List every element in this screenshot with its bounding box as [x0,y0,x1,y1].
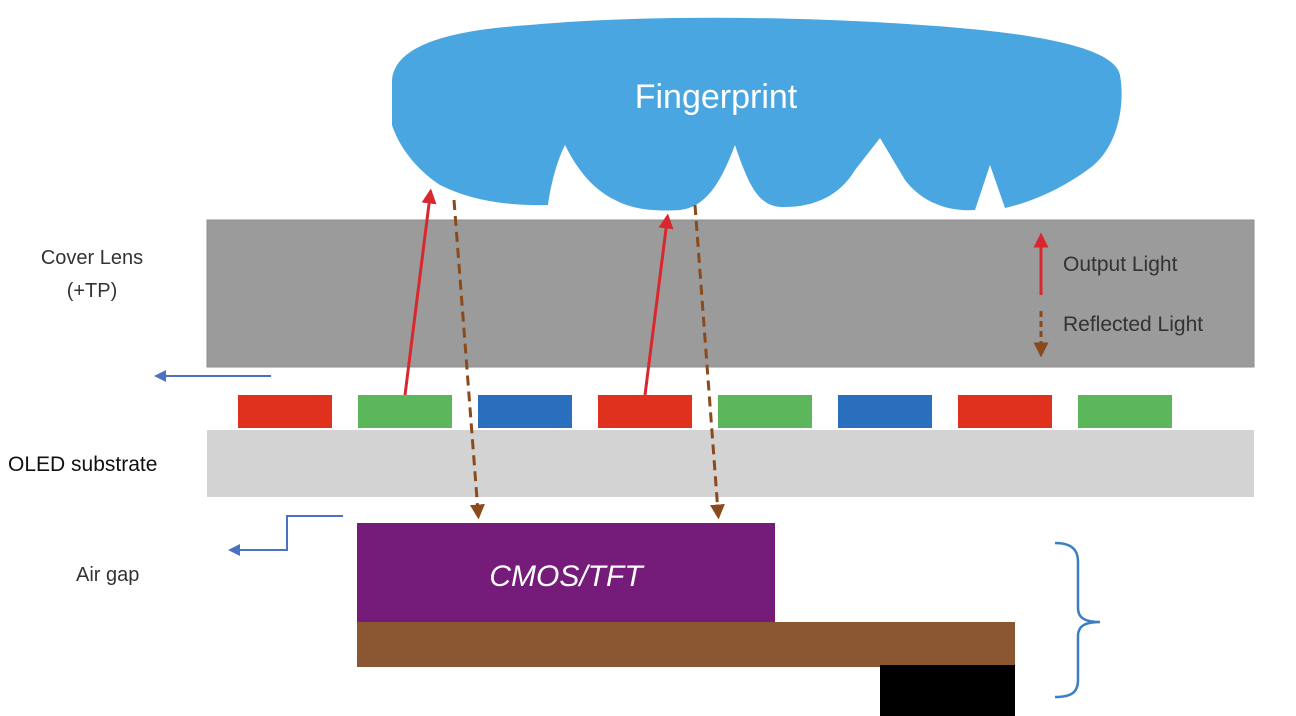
output-light-arrow-2 [643,213,674,396]
legend-reflected-light-label: Reflected Light [1063,313,1203,336]
oled-pixel-row [238,395,1172,428]
cmos-tft-label: CMOS/TFT [489,560,645,593]
air-gap-label: Air gap [76,564,139,586]
cover-lens-sublabel: (+TP) [67,280,118,302]
pixel-green-8 [1078,395,1172,428]
pcb-layer [357,622,1015,667]
output-light-arrow-1 [403,188,437,396]
pixel-red-7 [958,395,1052,428]
air-gap-pointer-arrow [228,515,343,556]
module-bracket [1054,541,1101,699]
reflected-light-arrow-1 [452,199,485,520]
cmos-tft-sensor [357,523,775,622]
legend-output-light-label: Output Light [1063,253,1178,276]
fingerprint-label: Fingerprint [635,78,798,116]
pixel-green-5 [718,395,812,428]
cover-lens-label: Cover Lens [41,247,143,269]
pixel-blue-6 [838,395,932,428]
fingerprint-shape [392,17,1122,211]
pixel-red-1 [238,395,332,428]
pixel-blue-3 [478,395,572,428]
pixel-red-4 [598,395,692,428]
reflected-light-arrow-2 [693,204,725,520]
pixel-green-2 [358,395,452,428]
cover-lens-layer [206,219,1255,368]
connector-block [880,665,1015,716]
oled-substrate-label: OLED substrate [8,453,157,476]
oled-substrate-layer [207,430,1254,497]
